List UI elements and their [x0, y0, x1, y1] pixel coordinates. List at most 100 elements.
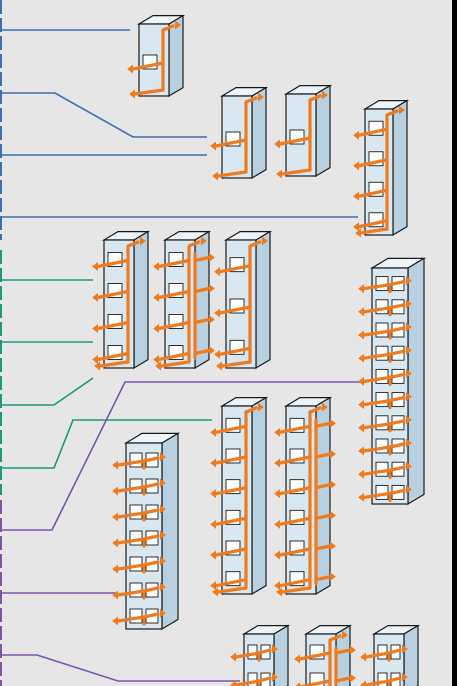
pipe-arrow-in [274, 458, 280, 468]
cabinet-side [133, 230, 149, 370]
cabinet-side [161, 432, 179, 631]
pipe-arrow-out [322, 90, 328, 100]
pipe-branch [298, 651, 332, 661]
pipe-arrow-in [353, 191, 359, 201]
pipe-arrow-out [201, 236, 207, 246]
pipe-arrow-in [214, 308, 220, 318]
pipe-arrow-in [358, 307, 364, 317]
pipe-arrow-out [272, 672, 278, 682]
pipe-arrow-in [274, 581, 280, 591]
pipe-arrow-in [355, 228, 361, 238]
pipe-arrow-in [358, 353, 364, 363]
cabinet-side [255, 230, 271, 370]
pipe-arrow-in [274, 139, 280, 149]
pipe-arrow-out [209, 284, 215, 293]
pipe-arrow-in [358, 330, 364, 340]
pipe-arrow-out [330, 541, 336, 551]
pipe-arrow-out [160, 556, 166, 566]
pipe-arrow-in [274, 550, 280, 560]
cabinet-c4 [353, 99, 410, 238]
pipe-arrow-in [274, 519, 280, 529]
pipe-arrow-out [342, 630, 348, 640]
leader-line-blue-2 [0, 92, 207, 138]
pipe-arrow-in [294, 654, 300, 664]
pipe-arrow-out [160, 530, 166, 540]
pipe-riser [248, 240, 262, 364]
pipe-branch-return [334, 648, 352, 655]
pipe-arrow-out [209, 253, 215, 262]
pipe-arrow-in [92, 293, 98, 302]
pipe-branch [214, 547, 248, 557]
pipe-inlet [280, 586, 312, 594]
pipe-branch [214, 455, 248, 465]
pipe-arrow-in [214, 267, 220, 277]
pipe-branch [278, 547, 312, 557]
pipe-riser [244, 406, 258, 590]
pipe-arrow-in [153, 262, 159, 271]
pipe-arrow-in [212, 171, 218, 181]
pipe-arrow-out [330, 480, 336, 490]
pipe-arrow-out [406, 392, 412, 402]
leader-line-purple-1 [0, 381, 362, 531]
pipe-arrow-in [358, 492, 364, 502]
pipe-arrow-in [112, 486, 118, 496]
pipe-branch [131, 61, 165, 71]
pipe-inlet [359, 227, 389, 235]
pipe-arrow-in [353, 161, 359, 171]
pipe-arrow-in [210, 141, 216, 151]
pipe-arrow-in [360, 652, 366, 662]
pipe-arrow-out [406, 484, 412, 494]
pipe-arrow-in [276, 169, 282, 179]
pipe-branch-return [314, 483, 332, 490]
pipe-arrow-in [214, 349, 220, 359]
pipe-branch-return [193, 286, 211, 294]
pipe-arrow-in [210, 581, 216, 591]
pipe-arrow-out [402, 644, 408, 654]
pipe-riser [161, 24, 175, 92]
pipe-arrow-in [112, 538, 118, 548]
pipe-branch [157, 258, 191, 269]
pipe-branch [214, 578, 248, 588]
pipe-branch [214, 138, 248, 148]
pipe-arrow-out [406, 299, 412, 309]
pipe-branch [278, 424, 312, 434]
pipe-arrow-out [406, 276, 412, 286]
pipe-arrow-out [209, 315, 215, 324]
pipe-inlet [220, 360, 252, 368]
leader-line-purple-3 [0, 654, 240, 682]
pipe-arrow-in [210, 489, 216, 499]
pipe-arrow-out [322, 402, 328, 412]
pipe-branch-return [314, 513, 332, 520]
pipe-arrow-out [258, 402, 264, 412]
pipe-branch-return [193, 348, 211, 356]
pipe-arrow-in [358, 469, 364, 479]
pipe-arrow-in [210, 550, 216, 560]
leader-line-green-4 [0, 419, 212, 469]
pipe-arrow-out [330, 510, 336, 520]
cabinet-side [392, 99, 408, 237]
cabinet-c14 [360, 624, 421, 686]
pipe-branch [278, 578, 312, 588]
pipe-arrow-in [295, 682, 300, 686]
cabinet-units [92, 14, 427, 686]
pipe-arrow-in [112, 460, 118, 470]
pipe-riser [328, 634, 342, 686]
cabinet-side [315, 84, 331, 178]
cabinet-c2 [210, 86, 269, 181]
leader-line-green-3 [0, 377, 94, 406]
pipe-inlet [216, 170, 248, 178]
pipe-branch [214, 486, 248, 496]
pipe-arrow-in [230, 652, 236, 662]
pipe-arrow-in [274, 427, 280, 437]
pipe-arrow-in [274, 489, 280, 499]
pipe-branch [157, 320, 191, 331]
cabinet-c10 [274, 396, 336, 597]
pipe-branch [157, 289, 191, 300]
cabinet-c11 [112, 432, 181, 631]
pipe-branch [357, 127, 389, 137]
pipe-arrow-in [94, 361, 100, 371]
pipe-arrow-out [330, 572, 336, 582]
pipe-arrow-in [129, 89, 135, 99]
cabinet-side [194, 230, 210, 370]
pipe-arrow-out [399, 105, 405, 115]
